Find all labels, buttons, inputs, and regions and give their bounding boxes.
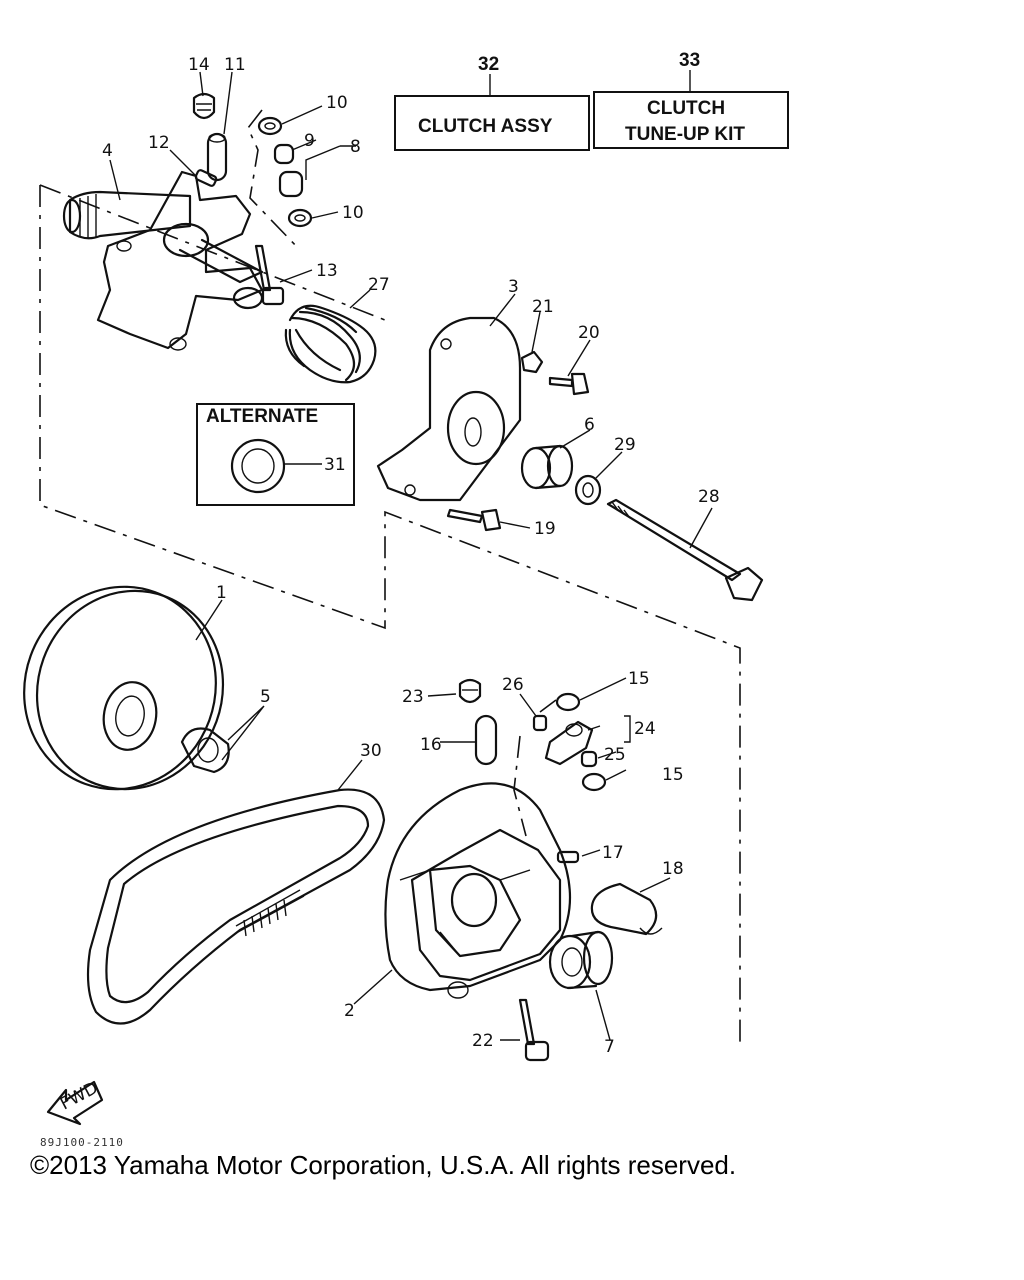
part-bolt-19 xyxy=(446,508,502,532)
callout-30: 30 xyxy=(360,741,382,761)
part-roller-25 xyxy=(580,750,598,768)
part-washer-15-bottom xyxy=(581,772,607,792)
callout-15-top: 15 xyxy=(628,669,650,689)
clutch-assy-box: 32 CLUTCH ASSY xyxy=(394,54,590,151)
part-nut-21 xyxy=(520,350,544,374)
callout-6: 6 xyxy=(584,415,595,435)
part-bushing-18 xyxy=(590,882,663,936)
part-sheave-2 xyxy=(384,782,572,999)
part-spider-4 xyxy=(62,170,264,351)
part-cap-23 xyxy=(458,678,482,704)
callout-32: 32 xyxy=(478,54,499,75)
callout-4: 4 xyxy=(102,141,113,161)
part-bushing-6 xyxy=(520,444,574,490)
callouts: 14 11 12 4 10 9 8 10 13 27 3 21 20 6 29 … xyxy=(102,55,720,1057)
part-washer-10-bottom xyxy=(287,208,313,228)
callout-10-top: 10 xyxy=(326,93,348,113)
part-bearing-7 xyxy=(548,930,614,990)
tune-up-kit-label-2: TUNE-UP KIT xyxy=(625,124,745,145)
assembly-dash-upper xyxy=(39,185,741,1045)
part-spring-27 xyxy=(284,304,377,384)
callout-11: 11 xyxy=(224,55,246,75)
pin-guide-dash xyxy=(247,109,301,251)
callout-27: 27 xyxy=(368,275,390,295)
callout-9: 9 xyxy=(304,131,315,151)
callout-10-bottom: 10 xyxy=(342,203,364,223)
callout-13: 13 xyxy=(316,261,338,281)
part-pin-16 xyxy=(474,714,498,766)
callout-17: 17 xyxy=(602,843,624,863)
copyright-text: ©2013 Yamaha Motor Corporation, U.S.A. A… xyxy=(30,1150,737,1180)
fwd-arrow-icon: FWD xyxy=(46,1078,104,1126)
fwd-label: FWD xyxy=(57,1078,101,1114)
assembly-dash-left xyxy=(39,184,386,321)
callout-2: 2 xyxy=(344,1001,355,1021)
part-bolt-22 xyxy=(518,998,550,1062)
part-bolt-20 xyxy=(548,372,590,396)
alternate-box: ALTERNATE 31 xyxy=(196,403,355,506)
callout-26: 26 xyxy=(502,675,524,695)
callout-16: 16 xyxy=(420,735,442,755)
tune-up-kit-box: 33 CLUTCH TUNE-UP KIT xyxy=(593,50,789,149)
callout-1: 1 xyxy=(216,583,227,603)
callout-12: 12 xyxy=(148,133,170,153)
diagram-code: 89J100-2110 xyxy=(40,1136,124,1149)
callout-18: 18 xyxy=(662,859,684,879)
part-setscrew-12 xyxy=(194,169,218,187)
part-setscrew-17 xyxy=(556,850,580,864)
callout-7: 7 xyxy=(604,1037,615,1057)
pin-guide-dash-lower xyxy=(513,699,557,837)
callout-25: 25 xyxy=(604,745,626,765)
part-pin-11 xyxy=(206,132,228,182)
callout-5: 5 xyxy=(260,687,271,707)
part-weight-24 xyxy=(544,720,594,766)
part-washer-10-top xyxy=(257,116,283,136)
callout-3: 3 xyxy=(508,277,519,297)
callout-14: 14 xyxy=(188,55,210,75)
callout-20: 20 xyxy=(578,323,600,343)
tune-up-kit-label-1: CLUTCH xyxy=(647,98,725,119)
callout-22: 22 xyxy=(472,1031,494,1051)
part-setscrew-26 xyxy=(532,714,548,732)
callout-31: 31 xyxy=(324,455,346,475)
leader-lines xyxy=(109,71,713,1041)
part-roller-9 xyxy=(273,143,304,198)
callout-28: 28 xyxy=(698,487,720,507)
alternate-label: ALTERNATE xyxy=(206,406,318,427)
part-collar-5 xyxy=(180,727,230,774)
callout-19: 19 xyxy=(534,519,556,539)
callout-21: 21 xyxy=(532,297,554,317)
clutch-exploded-diagram: ALTERNATE 31 xyxy=(23,50,789,1126)
callout-29: 29 xyxy=(614,435,636,455)
part-belt-30 xyxy=(86,788,386,1025)
part-cover-3 xyxy=(376,316,522,502)
part-bolt-13 xyxy=(254,244,285,306)
part-cap-14 xyxy=(192,92,216,120)
part-sheave-1 xyxy=(23,585,225,791)
part-washer-29 xyxy=(574,474,602,506)
part-washer-15-top xyxy=(555,692,581,712)
callout-33: 33 xyxy=(679,50,700,71)
callout-24: 24 xyxy=(634,719,656,739)
part-bolt-28 xyxy=(606,498,764,602)
clutch-assy-label: CLUTCH ASSY xyxy=(418,116,553,137)
callout-15-bottom: 15 xyxy=(662,765,684,785)
callout-8: 8 xyxy=(350,137,361,157)
callout-23: 23 xyxy=(402,687,424,707)
